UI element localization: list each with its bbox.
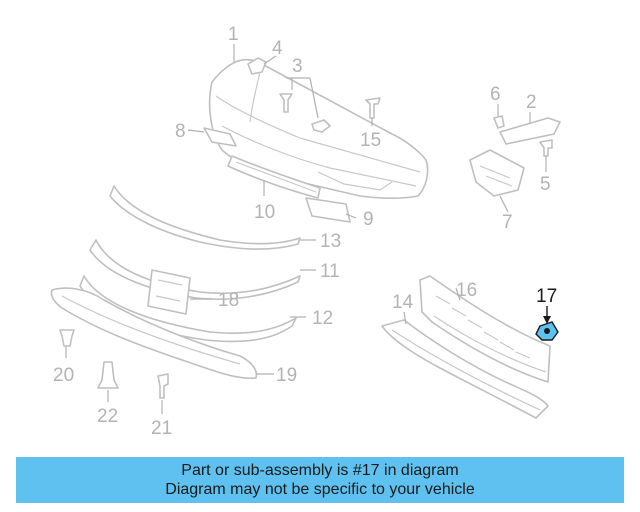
- callout-5: 5: [540, 174, 551, 195]
- callout-3: 3: [292, 56, 303, 77]
- banner-line-1: Part or sub-assembly is #17 in diagram: [181, 462, 459, 479]
- callout-17: 17: [536, 286, 557, 307]
- callout-15: 15: [360, 130, 381, 151]
- bolt-part: [493, 115, 505, 129]
- callout-7: 7: [502, 212, 513, 233]
- callout-12: 12: [312, 308, 333, 329]
- clip-20-part: [59, 329, 75, 347]
- clip-part: [247, 57, 267, 75]
- fastener-22-part: [97, 361, 119, 389]
- callout-6: 6: [490, 84, 501, 105]
- push-pin-part: [279, 93, 331, 133]
- bolt-5-part: [539, 139, 553, 157]
- highlighted-part-17: [535, 321, 559, 341]
- callout-19: 19: [276, 365, 297, 386]
- right-grille-insert-part: [305, 197, 351, 223]
- leader-lines: [65, 44, 547, 414]
- pin-part: [365, 97, 381, 119]
- callout-16: 16: [456, 280, 477, 301]
- lower-valance-part: [50, 287, 258, 380]
- bracket-bar-part: [499, 117, 561, 145]
- energy-absorber-part: [381, 319, 549, 419]
- callout-13: 13: [320, 231, 341, 252]
- left-grille-insert-part: [203, 127, 237, 147]
- callout-22: 22: [97, 406, 118, 427]
- callout-4: 4: [272, 38, 283, 59]
- grille-part: [227, 155, 321, 199]
- callout-11: 11: [320, 261, 340, 282]
- callout-10: 10: [254, 202, 275, 223]
- callout-2: 2: [526, 92, 537, 113]
- callout-14: 14: [392, 292, 414, 313]
- parts-diagram: 1 2 3 4 5 6 7 8 9 10 11 12 13 14 15 16 1…: [50, 24, 561, 439]
- screw-21-part: [157, 373, 169, 399]
- license-bracket-part: [147, 269, 191, 315]
- arrowhead-17: [543, 316, 551, 324]
- callout-1: 1: [228, 24, 239, 45]
- callout-18: 18: [218, 290, 239, 311]
- banner-line-2: Diagram may not be specific to your vehi…: [165, 481, 475, 498]
- upper-molding-part: [109, 185, 301, 250]
- callout-21: 21: [151, 418, 172, 439]
- support-bracket-part: [469, 149, 525, 197]
- reinforcement-beam-part: [419, 275, 551, 383]
- info-banner: Part or sub-assembly is #17 in diagram D…: [16, 457, 624, 503]
- callout-20: 20: [53, 365, 74, 386]
- callout-9: 9: [363, 209, 374, 230]
- callout-8: 8: [175, 121, 186, 142]
